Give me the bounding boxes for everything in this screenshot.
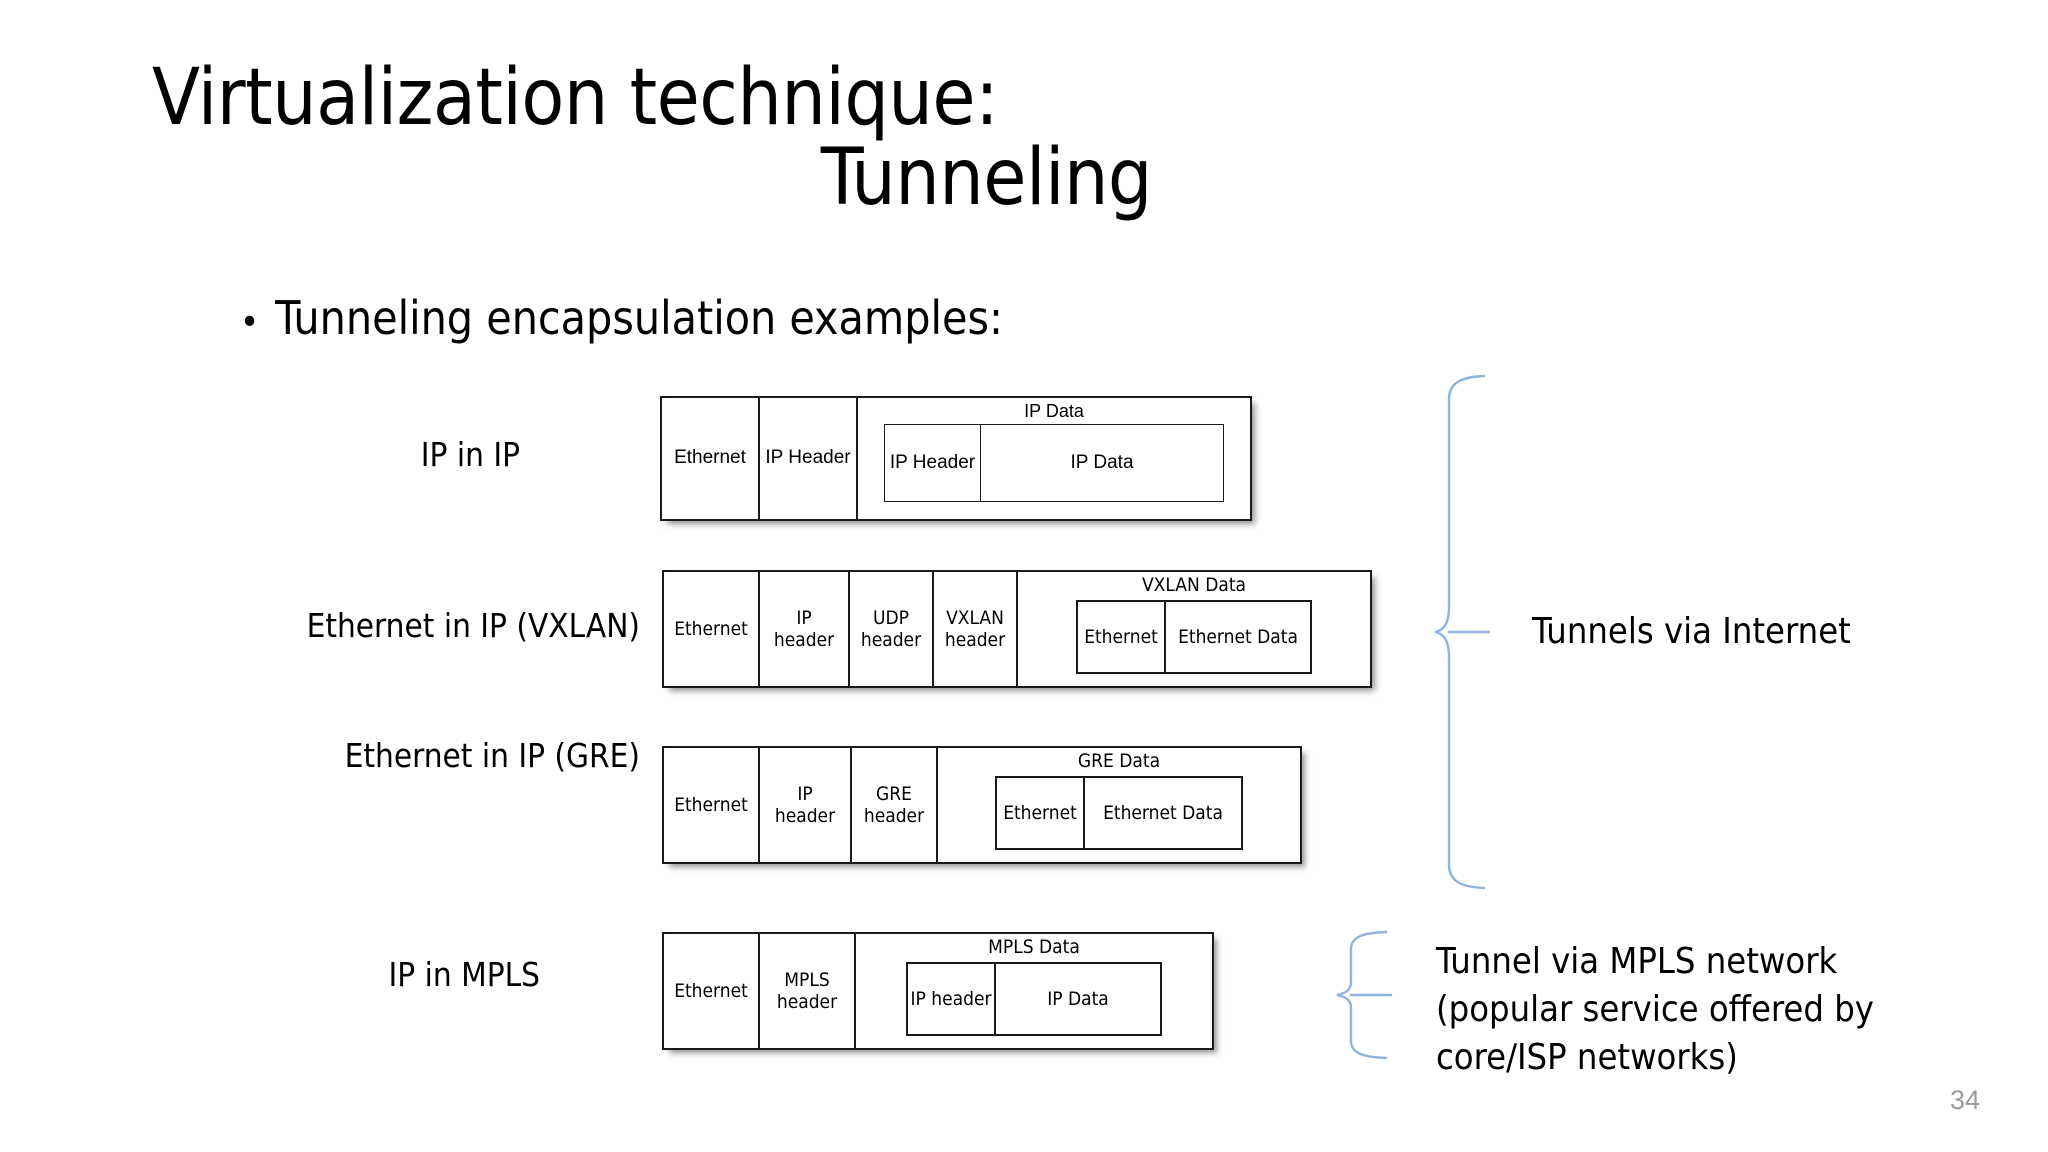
diagram-ip-in-ip: Ethernet IP Header IP Data IP Header IP … <box>660 396 1252 521</box>
packet-payload-gre-data: GRE Data Ethernet Ethernet Data <box>938 748 1300 862</box>
brace-tunnel-via-mpls-icon <box>1336 930 1396 1060</box>
packet-field-mpls-header: MPLS header <box>760 934 856 1048</box>
diagram-ethernet-in-ip-gre: Ethernet IP header GRE header GRE Data E… <box>662 746 1302 864</box>
packet-field-ethernet: Ethernet <box>662 398 760 519</box>
packet-mpls: Ethernet MPLS header MPLS Data IP header… <box>662 932 1214 1050</box>
bullet-item: • Tunneling encapsulation examples: <box>240 293 1003 344</box>
packet-field-gre-header: GRE header <box>852 748 938 862</box>
inner-field-ethernet-data: Ethernet Data <box>1166 602 1310 672</box>
inner-field-ethernet: Ethernet <box>1078 602 1166 672</box>
payload-caption-ip-data: IP Data <box>1024 401 1084 421</box>
row-label-ip-in-mpls: IP in MPLS <box>388 955 540 994</box>
annotation-tunnel-via-mpls-line-1: Tunnel via MPLS network <box>1436 941 1838 982</box>
annotation-tunnels-via-internet-label: Tunnels via Internet <box>1532 611 1851 652</box>
annotation-tunnels-via-internet: Tunnels via Internet <box>1532 608 1851 656</box>
inner-field-ethernet: Ethernet <box>997 778 1085 848</box>
bullet-item-label: Tunneling encapsulation examples: <box>275 291 1003 345</box>
page-title-line-2: Tunneling <box>820 133 1153 224</box>
inner-packet-ip-in-ip: IP Header IP Data <box>884 424 1224 502</box>
inner-field-ethernet-data: Ethernet Data <box>1085 778 1241 848</box>
packet-payload-mpls-data: MPLS Data IP header IP Data <box>856 934 1212 1048</box>
diagram-ip-in-mpls: Ethernet MPLS header MPLS Data IP header… <box>662 932 1214 1050</box>
row-label-ethernet-in-ip-gre: Ethernet in IP (GRE) <box>344 736 640 775</box>
packet-field-ip-header: IP header <box>760 572 850 686</box>
packet-payload-ip-data: IP Data IP Header IP Data <box>858 398 1250 519</box>
packet-field-vxlan-header: VXLAN header <box>934 572 1018 686</box>
row-label-ethernet-in-ip-vxlan: Ethernet in IP (VXLAN) <box>306 606 640 645</box>
packet-ip-in-ip: Ethernet IP Header IP Data IP Header IP … <box>660 396 1252 521</box>
packet-field-ethernet: Ethernet <box>664 934 760 1048</box>
packet-payload-vxlan-data: VXLAN Data Ethernet Ethernet Data <box>1018 572 1370 686</box>
annotation-tunnel-via-mpls: Tunnel via MPLS network (popular service… <box>1436 938 1874 1082</box>
packet-field-ethernet: Ethernet <box>664 748 760 862</box>
inner-packet-mpls: IP header IP Data <box>906 962 1162 1036</box>
packet-field-ip-header: IP Header <box>760 398 858 519</box>
packet-gre: Ethernet IP header GRE header GRE Data E… <box>662 746 1302 864</box>
annotation-tunnel-via-mpls-line-3: core/ISP networks) <box>1436 1036 1738 1078</box>
packet-field-ip-header: IP header <box>760 748 852 862</box>
inner-field-ip-data: IP Data <box>996 964 1160 1034</box>
page-title-line-1: Virtualization technique: <box>152 53 999 143</box>
packet-field-ethernet: Ethernet <box>664 572 760 686</box>
brace-tunnels-via-internet-icon <box>1434 374 1494 890</box>
bullet-dot-icon: • <box>240 302 260 343</box>
row-label-ip-in-ip: IP in IP <box>420 435 520 474</box>
payload-caption-mpls-data: MPLS Data <box>988 936 1080 958</box>
inner-field-ip-header: IP Header <box>885 425 981 501</box>
packet-vxlan: Ethernet IP header UDP header VXLAN head… <box>662 570 1372 688</box>
inner-field-ip-header: IP header <box>908 964 996 1034</box>
inner-packet-gre: Ethernet Ethernet Data <box>995 776 1243 850</box>
payload-caption-vxlan-data: VXLAN Data <box>1141 574 1247 596</box>
payload-caption-gre-data: GRE Data <box>1077 750 1161 772</box>
inner-field-ip-data: IP Data <box>981 425 1223 501</box>
page-number: 34 <box>1949 1085 1980 1115</box>
diagram-ethernet-in-ip-vxlan: Ethernet IP header UDP header VXLAN head… <box>662 570 1372 688</box>
annotation-tunnel-via-mpls-line-2: (popular service offered by <box>1436 988 1874 1030</box>
packet-field-udp-header: UDP header <box>850 572 934 686</box>
inner-packet-vxlan: Ethernet Ethernet Data <box>1076 600 1312 674</box>
page-title: Virtualization technique: Tunneling <box>152 58 1162 219</box>
